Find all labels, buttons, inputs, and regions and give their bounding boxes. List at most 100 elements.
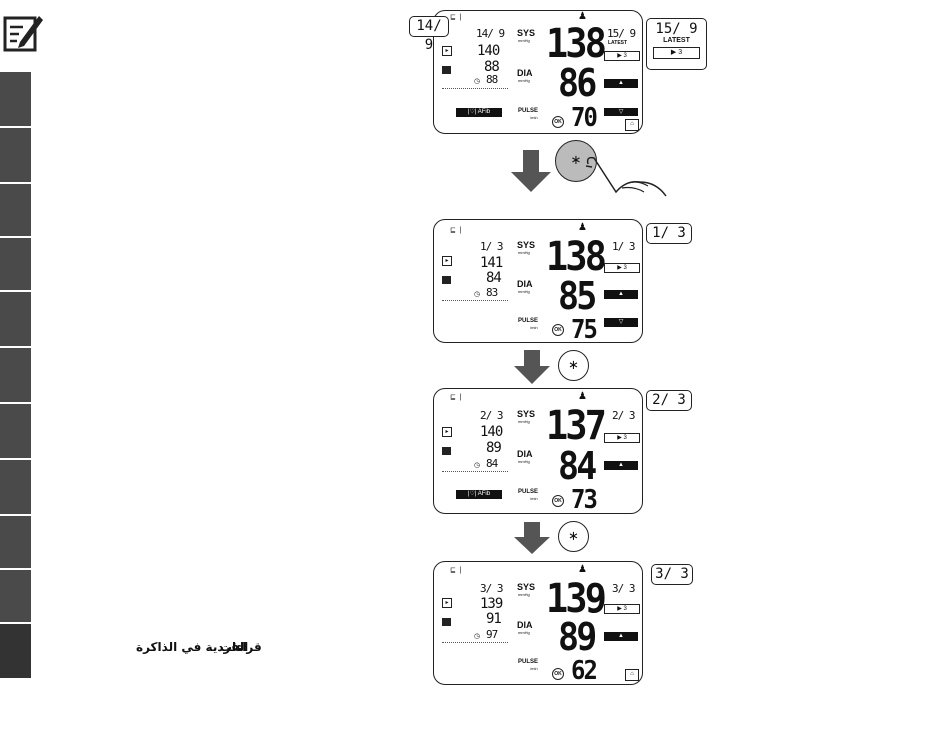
footer-text-1: قراءات: [220, 640, 262, 654]
date-left: 1/ 3: [480, 240, 503, 253]
unit-label: mmHg: [518, 459, 530, 464]
user-icon: ♟: [578, 11, 587, 22]
date-left: 2/ 3: [480, 409, 503, 422]
sys-value: 138: [546, 21, 607, 67]
mem-dia: 91: [486, 611, 502, 627]
cuff-icon: ▽: [604, 108, 638, 116]
date-right: 1/ 3: [612, 240, 635, 253]
dia-value: 84: [558, 444, 597, 488]
pmin-label: /min: [530, 115, 538, 120]
section-tab: [0, 570, 31, 624]
callout-date: 3/ 3: [651, 564, 693, 585]
dia-value: 86: [558, 61, 597, 105]
arrow-down-icon: [514, 522, 550, 554]
avg-icon: [442, 276, 451, 284]
sys-label: SYS: [517, 240, 536, 250]
memory-button: ▶ 3: [604, 51, 640, 61]
cuff-icon: ▽: [604, 318, 638, 327]
mem-dia: 88: [484, 59, 500, 75]
ok-icon: OK: [552, 668, 564, 680]
section-tab: [0, 348, 31, 404]
unit-label: mmHg: [518, 289, 530, 294]
footer-text-2: الفردية في الذاكرة: [136, 640, 249, 654]
section-tab: [0, 404, 31, 460]
section-tab-active: [0, 624, 31, 680]
pulse-value: 62: [571, 656, 598, 686]
pulse-label: PULSE: [518, 489, 539, 495]
sys-dia-badge: ▲: [604, 632, 638, 641]
mem-sys: 140: [477, 43, 500, 59]
memory-button: ▶ 3: [604, 263, 640, 273]
pulse-value: 70: [571, 103, 598, 133]
section-tab: [0, 72, 31, 128]
pulse-value: 75: [571, 315, 598, 345]
date-left: 14/ 9: [476, 27, 505, 40]
unit-label: mmHg: [518, 592, 530, 597]
sys-label: SYS: [517, 28, 536, 38]
memory-icon: ▸: [442, 256, 452, 266]
unit-label: mmHg: [518, 630, 530, 635]
date-left: 3/ 3: [480, 582, 503, 595]
unit-label: mmHg: [518, 419, 530, 424]
sys-value: 139: [546, 576, 607, 622]
unit-label: mmHg: [518, 38, 530, 43]
pulse-value: 73: [571, 485, 598, 515]
arrow-down-icon: [511, 150, 551, 192]
date-right: 2/ 3: [612, 409, 635, 422]
dia-label: DIA: [517, 68, 533, 78]
section-tab: [0, 128, 31, 184]
sys-value: 138: [546, 234, 607, 280]
memory-icon: ▸: [442, 46, 452, 56]
mem-sys: 140: [480, 424, 503, 440]
date-right: 3/ 3: [612, 582, 635, 595]
mem-pulse: 83: [486, 286, 498, 299]
memory-icon: ▸: [442, 598, 452, 608]
sys-dia-badge: ▲: [604, 79, 638, 88]
clock-icon: ◷: [474, 633, 481, 640]
pmin-label: /min: [530, 325, 538, 330]
unit-label: mmHg: [518, 78, 530, 83]
callout-date-left: 14/ 9: [409, 16, 449, 53]
sys-dia-badge: ▲: [604, 290, 638, 299]
mem-sys: 141: [480, 255, 503, 271]
callout-date: 2/ 3: [646, 390, 692, 411]
bluetooth-icon: ∗: [555, 140, 597, 182]
memory-icon: ▸: [442, 427, 452, 437]
bluetooth-icon: ∗: [558, 521, 589, 552]
home-icon: ⌂: [625, 119, 639, 131]
dia-label: DIA: [517, 620, 533, 630]
dia-label: DIA: [517, 449, 533, 459]
memory-button: ▶ 3: [604, 604, 640, 614]
section-tab: [0, 516, 31, 570]
note-edit-icon: [3, 16, 43, 52]
mem-dia: 89: [486, 440, 502, 456]
finger-press-icon: [585, 156, 667, 197]
lcd-panel-2: ⊑ | ♟ 1/ 3 SYS mmHg 138 1/ 3 ▶ 3 ▸ 141 8…: [433, 219, 643, 345]
afib-badge: |♡| AFib: [456, 490, 502, 499]
sys-dia-badge: ▲: [604, 461, 638, 470]
callout-date: 1/ 3: [646, 223, 692, 244]
bluetooth-icon: ∗: [558, 350, 589, 381]
unit-label: mmHg: [518, 250, 530, 255]
date-right: 15/ 9: [607, 27, 636, 40]
lcd-panel-3: ⊑ | ♟ 2/ 3 SYS mmHg 137 2/ 3 ▶ 3 ▸ 140 8…: [433, 388, 643, 515]
clock-icon: ◷: [474, 462, 481, 469]
ok-icon: OK: [552, 116, 564, 128]
ok-icon: OK: [552, 324, 564, 336]
user-icon: ♟: [578, 222, 587, 233]
section-tab: [0, 238, 31, 292]
sys-label: SYS: [517, 409, 536, 419]
mem-pulse: 97: [486, 628, 498, 641]
memory-button: ▶ 3: [604, 433, 640, 443]
clock-icon: ◷: [474, 291, 481, 298]
pmin-label: /min: [530, 496, 538, 501]
afib-badge: |♡| AFib: [456, 108, 502, 117]
section-tab: [0, 184, 31, 238]
avg-icon: [442, 618, 451, 626]
mem-dia: 84: [486, 270, 502, 286]
sys-value: 137: [546, 403, 607, 449]
dia-value: 89: [558, 615, 597, 659]
user-icon: ♟: [578, 391, 587, 402]
lcd-panel-4: ⊑ | ♟ 3/ 3 SYS mmHg 139 3/ 3 ▶ 3 ▸ 139 9…: [433, 561, 643, 686]
latest-label: LATEST: [608, 40, 628, 46]
